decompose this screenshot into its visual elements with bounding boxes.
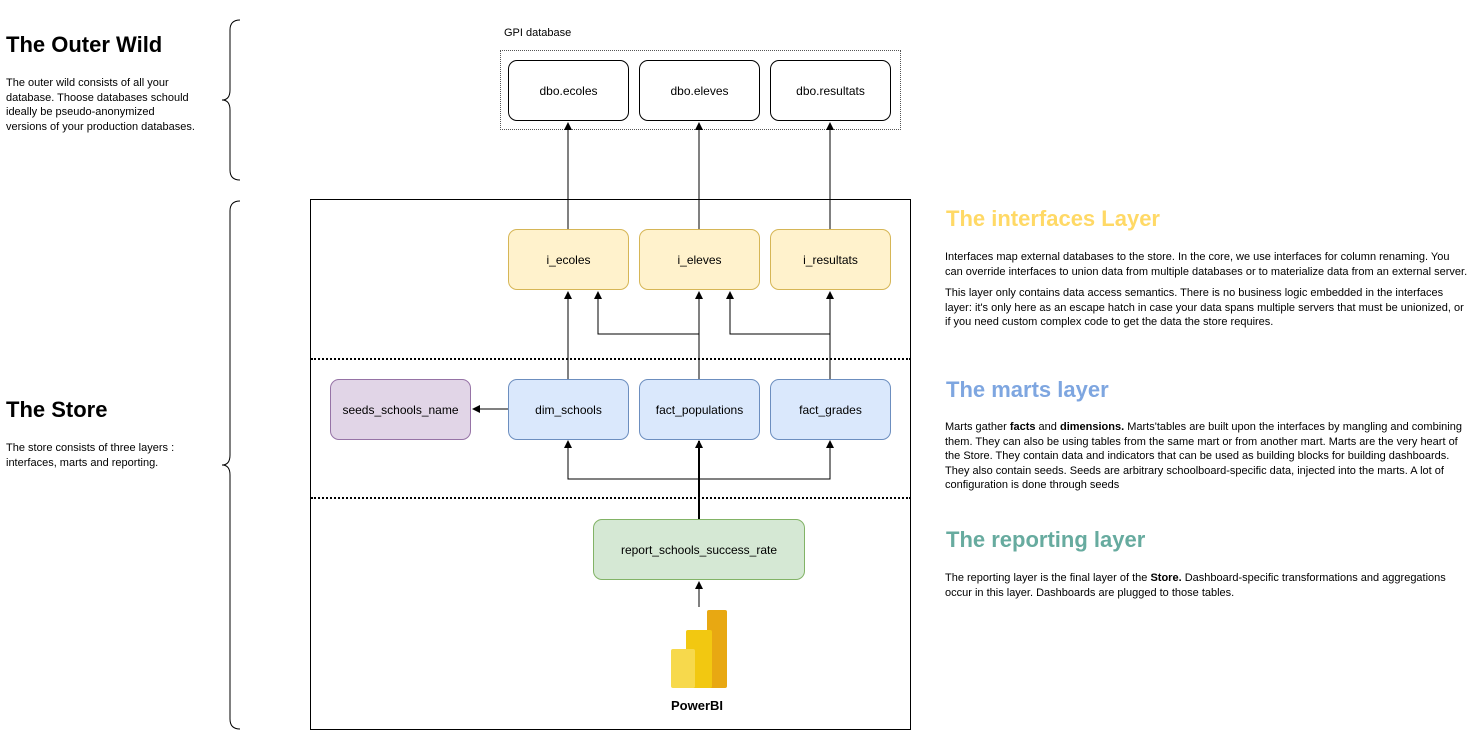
outer-wild-description: The outer wild consists of all your data… <box>6 77 195 133</box>
marts-text-body: Marts'tables are built upon the interfac… <box>945 421 1462 491</box>
marts-text-intro: Marts gather <box>945 421 1010 433</box>
marts-layer-title: The marts layer <box>946 377 1109 402</box>
report-node-schools-success-rate: report_schools_success_rate <box>593 519 805 580</box>
store-container <box>310 199 911 730</box>
mart-node-dim-schools: dim_schools <box>508 379 629 440</box>
mart-node-fact-populations: fact_populations <box>639 379 760 440</box>
store-brace <box>221 200 241 730</box>
outer-wild-title: The Outer Wild <box>6 32 163 57</box>
powerbi-icon <box>671 610 727 688</box>
mart-node-fact-grades: fact_grades <box>770 379 891 440</box>
marts-text-facts: facts <box>1009 421 1036 433</box>
marts-text-and: and <box>1035 421 1060 433</box>
interfaces-layer-text: Interfaces map external databases to the… <box>945 250 1469 337</box>
reporting-text-store: Store. <box>1150 572 1182 584</box>
marts-layer-text: Marts gather facts and dimensions. Marts… <box>945 420 1469 493</box>
marts-text-dimensions: dimensions. <box>1059 421 1125 433</box>
interface-node-eleves: i_eleves <box>639 229 760 290</box>
interfaces-marts-separator <box>311 358 911 360</box>
store-description: The store consists of three layers : int… <box>6 442 175 469</box>
marts-reporting-separator <box>311 497 911 499</box>
outer-wild-brace <box>221 19 241 181</box>
db-node-ecoles: dbo.ecoles <box>508 60 629 121</box>
db-node-resultats: dbo.resultats <box>770 60 891 121</box>
reporting-text-body: Dashboard-specific transformations and a… <box>945 572 1446 599</box>
store-title: The Store <box>6 397 108 422</box>
interfaces-layer-paragraph-1: Interfaces map external databases to the… <box>945 251 1468 278</box>
reporting-layer-text: The reporting layer is the final layer o… <box>945 571 1469 600</box>
seed-node-schools-name: seeds_schools_name <box>330 379 471 440</box>
interfaces-layer-paragraph-2: This layer only contains data access sem… <box>945 287 1464 328</box>
reporting-layer-title: The reporting layer <box>946 527 1146 552</box>
interfaces-layer-title: The interfaces Layer <box>946 206 1160 231</box>
interface-node-resultats: i_resultats <box>770 229 891 290</box>
powerbi-label: PowerBI <box>671 698 724 713</box>
gpi-database-label: GPI database <box>504 27 572 39</box>
db-node-eleves: dbo.eleves <box>639 60 760 121</box>
interface-node-ecoles: i_ecoles <box>508 229 629 290</box>
reporting-text-intro: The reporting layer is the final layer o… <box>945 572 1151 584</box>
